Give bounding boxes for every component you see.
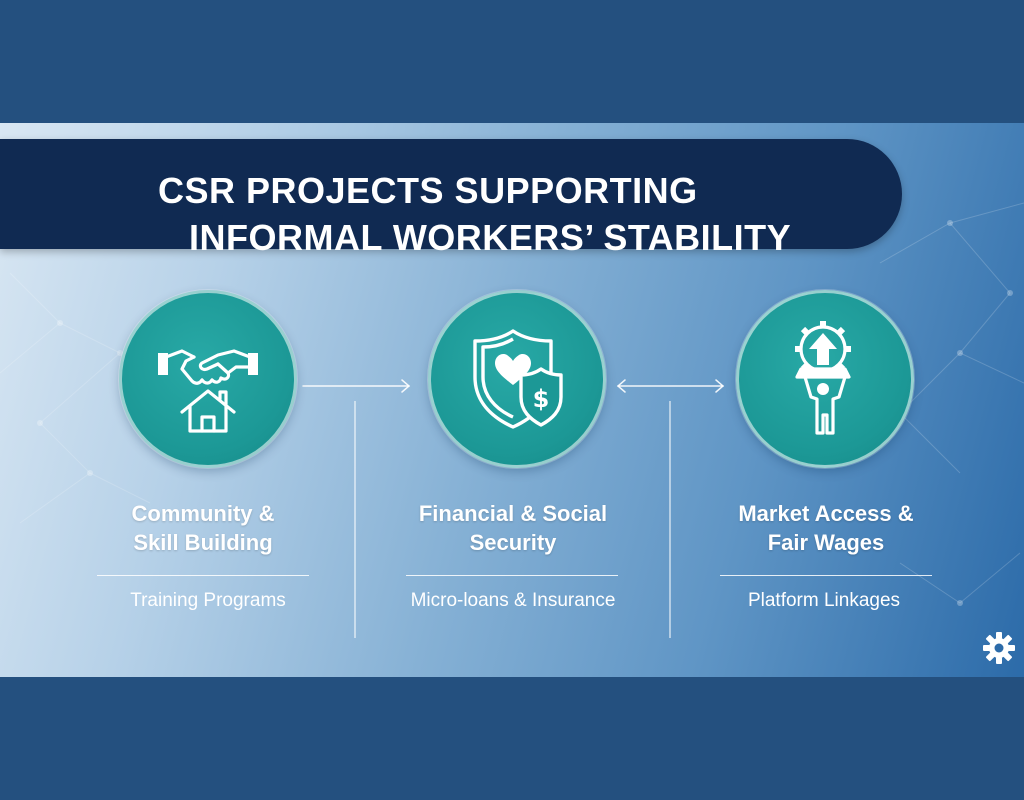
title-line-2: INFORMAL WORKERS’ STABILITY bbox=[189, 217, 792, 258]
community-circle bbox=[119, 290, 297, 468]
dollar-shield-icon: $ bbox=[519, 367, 563, 427]
column-title-security: Financial & Social Security bbox=[398, 499, 628, 557]
column-title-community: Community & Skill Building bbox=[88, 499, 318, 557]
house-icon bbox=[180, 389, 236, 433]
column-title-line: Community & bbox=[131, 501, 275, 526]
column-title-line: Fair Wages bbox=[767, 530, 885, 555]
connectors bbox=[302, 379, 725, 638]
column-rule bbox=[406, 575, 618, 576]
column-rule bbox=[720, 575, 932, 576]
column-title-line: Skill Building bbox=[133, 530, 273, 555]
column-subtitle-security: Micro-loans & Insurance bbox=[410, 590, 616, 611]
security-circle: $ bbox=[428, 290, 606, 468]
title-bar: CSR PROJECTS SUPPORTING INFORMAL WORKERS… bbox=[0, 139, 902, 258]
column-subtitle-market: Platform Linkages bbox=[747, 590, 901, 611]
title-line-1: CSR PROJECTS SUPPORTING bbox=[158, 170, 698, 211]
column-rule bbox=[97, 575, 309, 576]
handshake-icon bbox=[158, 349, 258, 385]
content-band: CSR PROJECTS SUPPORTING INFORMAL WORKERS… bbox=[0, 123, 1024, 677]
svg-text:$: $ bbox=[533, 385, 550, 413]
person-lifting-icon bbox=[795, 367, 851, 435]
column-title-line: Market Access & bbox=[738, 501, 914, 526]
column-title-market: Market Access & Fair Wages bbox=[711, 499, 941, 557]
column-title-line: Financial & Social bbox=[418, 501, 608, 526]
column-subtitle-community: Training Programs bbox=[130, 590, 286, 611]
shield-heart-icon bbox=[473, 329, 553, 429]
column-title-line: Security bbox=[469, 530, 557, 555]
gear-arrow-up-icon bbox=[795, 321, 851, 373]
market-circle bbox=[736, 290, 914, 468]
gear-icon[interactable] bbox=[982, 631, 1016, 665]
